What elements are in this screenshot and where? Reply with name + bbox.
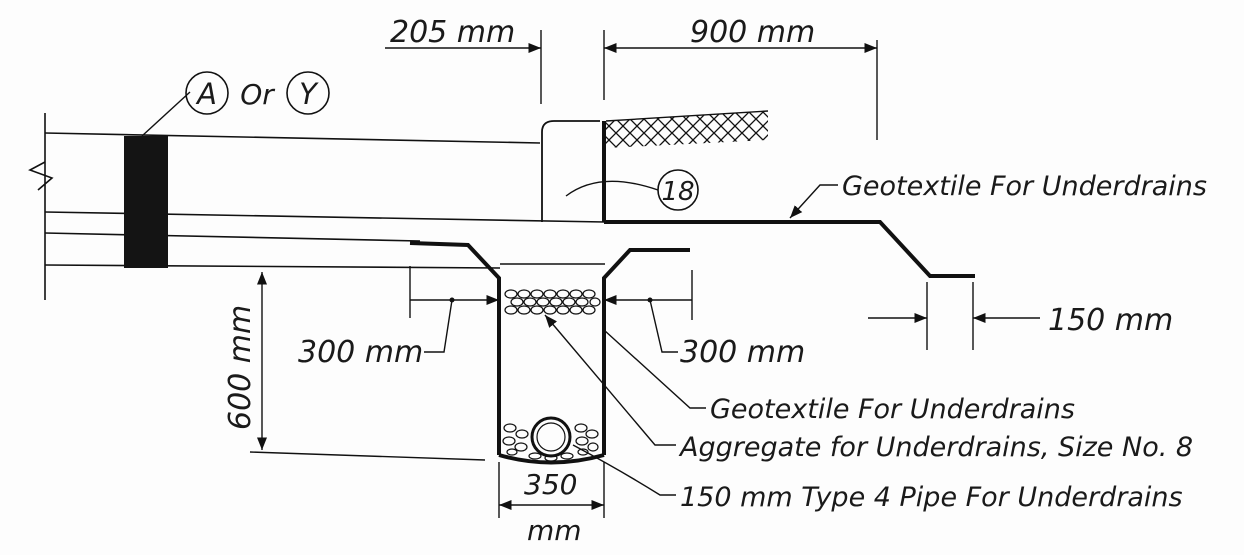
- dim-900-label: 900 mm: [690, 15, 815, 50]
- pipe-icon: [530, 416, 572, 458]
- dim-350-value: 350: [524, 468, 577, 501]
- marker-a-circle: [185, 71, 229, 115]
- aggregate-bottom: [502, 423, 599, 462]
- trench: [409, 241, 690, 465]
- leader-ay: [141, 91, 191, 137]
- dim-300-right-label: 300 mm: [680, 335, 805, 370]
- joint-band: [124, 136, 168, 268]
- callout-geotextile-top: Geotextile For Underdrains: [842, 171, 1207, 202]
- soil-hatch: [606, 111, 768, 148]
- dim-top: [385, 30, 878, 140]
- dim-150: [868, 282, 1040, 350]
- dim-150-label: 150 mm: [1048, 303, 1173, 338]
- marker-y-circle: [286, 71, 330, 115]
- aggregate-top: [504, 289, 601, 315]
- pavement-layers: [28, 113, 606, 300]
- geotextile-top-line: [604, 220, 975, 278]
- curb: [541, 120, 606, 222]
- dim-600-label: 600 mm: [223, 305, 258, 430]
- marker-or: Or: [240, 78, 275, 111]
- break-line-icon: [28, 161, 54, 191]
- dim-600: [249, 272, 486, 461]
- marker-a: A: [195, 77, 217, 111]
- dim-350-unit: mm: [527, 514, 582, 547]
- marker-y: Y: [299, 77, 319, 111]
- callout-leaders: [544, 180, 838, 496]
- callout-18: 18: [661, 177, 694, 207]
- callout-aggregate: Aggregate for Underdrains, Size No. 8: [678, 432, 1193, 463]
- marker-18-circle: [657, 169, 699, 211]
- callout-geotextile-trench: Geotextile For Underdrains: [710, 394, 1075, 425]
- callout-pipe: 150 mm Type 4 Pipe For Underdrains: [680, 482, 1183, 513]
- dim-300: [409, 266, 693, 353]
- dim-300-left-label: 300 mm: [298, 335, 423, 370]
- dim-350: [498, 462, 605, 518]
- dim-205-label: 205 mm: [390, 15, 515, 50]
